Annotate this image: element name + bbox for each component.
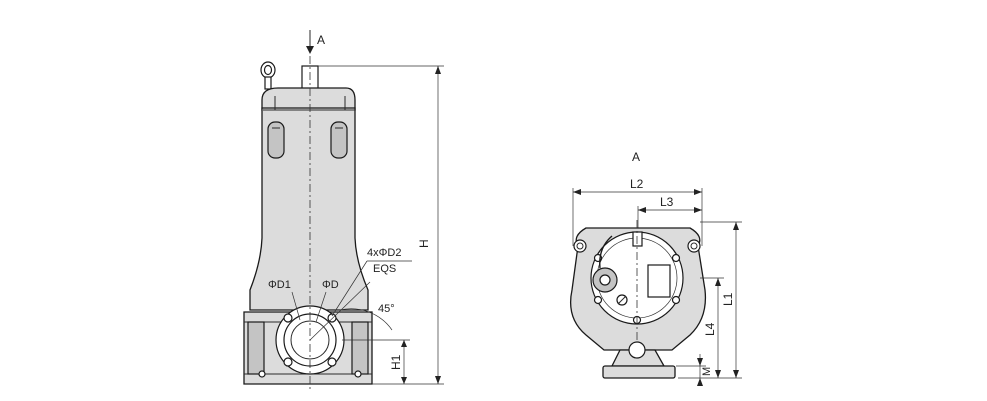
cable-entry [632,231,643,247]
dim-d-label: ΦD [322,279,339,291]
view-a-label-front: A [317,33,325,47]
dim-d1-label: ΦD1 [268,279,291,291]
flange-bolt-hole-tl [283,313,293,323]
view-a-label-bottom: A [632,150,640,164]
flange-bolt-hole-tr [327,313,337,323]
dim-l1-label: L1 [721,292,735,306]
ear-left [573,239,587,253]
handle-lug-left [267,121,285,159]
discharge-bore [290,320,330,360]
terminal-box [647,264,671,298]
casing-right-flange [351,321,369,375]
dim-l3-label: L3 [660,195,674,209]
angle-leader [309,281,371,341]
dim-eqs-label: EQS [373,263,396,275]
dim-m-label: M [701,367,713,376]
angle-arc [339,308,393,331]
dim-l2-label: L2 [630,177,644,191]
lifting-eye-hole [263,64,273,76]
bottom-view-a: A L2 L3 [569,150,742,386]
base-plate [602,365,676,379]
view-a-arrowhead [306,46,314,54]
dim-h-label: H [417,239,431,248]
cable-lead [599,235,613,269]
lifting-eye-stem [264,76,272,90]
flange-bolt-hole-bl [283,357,293,367]
dim-h1-label: H1 [389,354,403,370]
dim-d2-label: 4xΦD2 [367,247,401,259]
handle-lug-right [330,121,348,159]
motor-top-cap [261,87,356,111]
dim-l4-label: L4 [703,322,717,336]
ear-right [687,239,701,253]
front-view: A [243,30,444,390]
angle-label: 45° [378,303,395,315]
flange-bolt-hole-br [327,357,337,367]
casing-left-flange [247,321,265,375]
